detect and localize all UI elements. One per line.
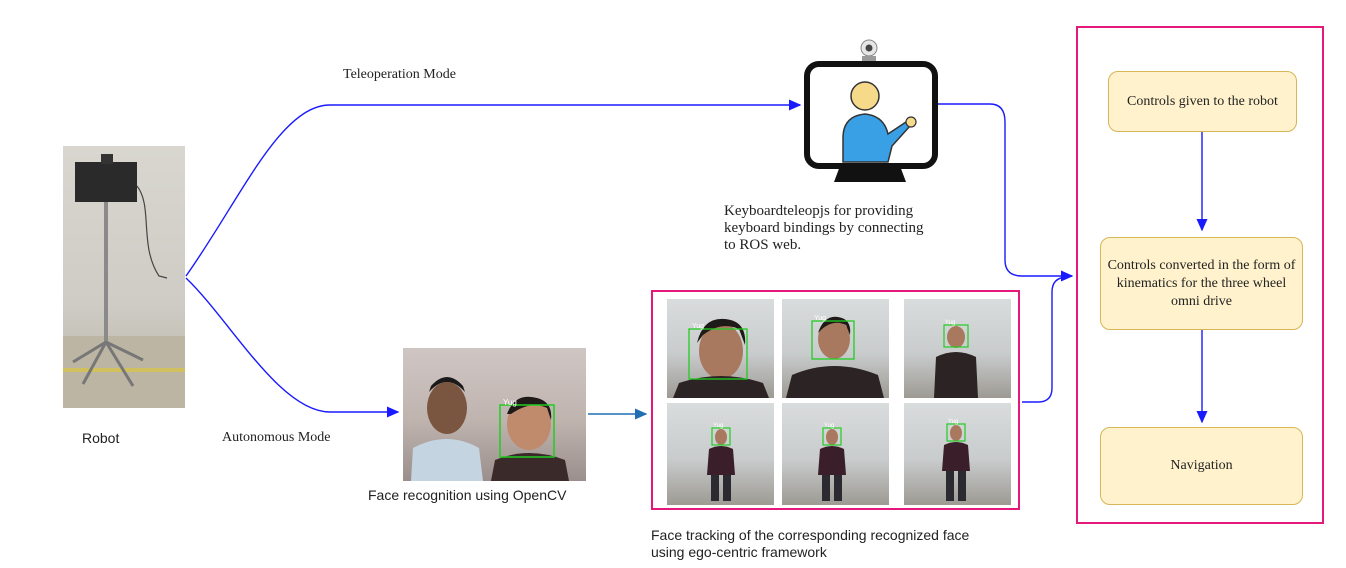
face-tag: Yug bbox=[824, 423, 834, 429]
face-tracking-caption-line-2: using ego-centric framework bbox=[651, 544, 827, 560]
face-tag: Yug bbox=[948, 419, 958, 425]
navigation-node: Navigation bbox=[1100, 427, 1303, 505]
robot-label: Robot bbox=[82, 430, 120, 446]
teleop-to-panel-arrow bbox=[938, 103, 1074, 282]
face-tag: Yug bbox=[692, 323, 704, 330]
teleoperation-mode-label: Teleoperation Mode bbox=[343, 67, 456, 82]
face-tracking-caption: Face tracking of the corresponding recog… bbox=[651, 527, 969, 561]
keyboard-description: Keyboardteleopjs for providing keyboard … bbox=[724, 203, 924, 254]
autonomous-mode-label: Autonomous Mode bbox=[222, 430, 331, 445]
face-tag: Yug bbox=[713, 423, 723, 429]
teleoperation-monitor-icon bbox=[800, 38, 940, 184]
teleoperation-arrow bbox=[185, 99, 802, 277]
face-tag: Yug bbox=[945, 320, 955, 326]
keyboard-description-line-3: to ROS web. bbox=[724, 237, 802, 253]
control-flow-panel bbox=[1076, 26, 1324, 524]
tracking-frame-4: Yug bbox=[667, 403, 774, 505]
tracking-frame-3: Yug bbox=[904, 299, 1011, 398]
tracking-frame-5: Yug bbox=[782, 403, 889, 505]
tracking-to-panel-arrow bbox=[1022, 275, 1073, 403]
keyboard-description-line-2: keyboard bindings by connecting bbox=[724, 220, 924, 236]
face-tracking-caption-line-1: Face tracking of the corresponding recog… bbox=[651, 527, 970, 543]
controls-converted-node: Controls converted in the form of kinema… bbox=[1100, 237, 1303, 330]
tracking-frame-6: Yug bbox=[904, 403, 1011, 505]
robot-photo bbox=[63, 146, 185, 408]
face-recognition-photo: Yug bbox=[403, 348, 586, 481]
face-tag: Yug bbox=[503, 398, 517, 407]
face-tag: Yug bbox=[814, 315, 826, 322]
tracking-frame-2: Yug bbox=[782, 299, 889, 398]
controls-given-node: Controls given to the robot bbox=[1108, 71, 1297, 132]
keyboard-description-line-1: Keyboardteleopjs for providing bbox=[724, 203, 914, 219]
face-tracking-grid: Yug Yug Yug Yug bbox=[651, 290, 1020, 510]
autonomous-arrow bbox=[185, 277, 400, 418]
tracking-frame-1: Yug bbox=[667, 299, 774, 398]
face-recognition-label: Face recognition using OpenCV bbox=[368, 487, 567, 503]
